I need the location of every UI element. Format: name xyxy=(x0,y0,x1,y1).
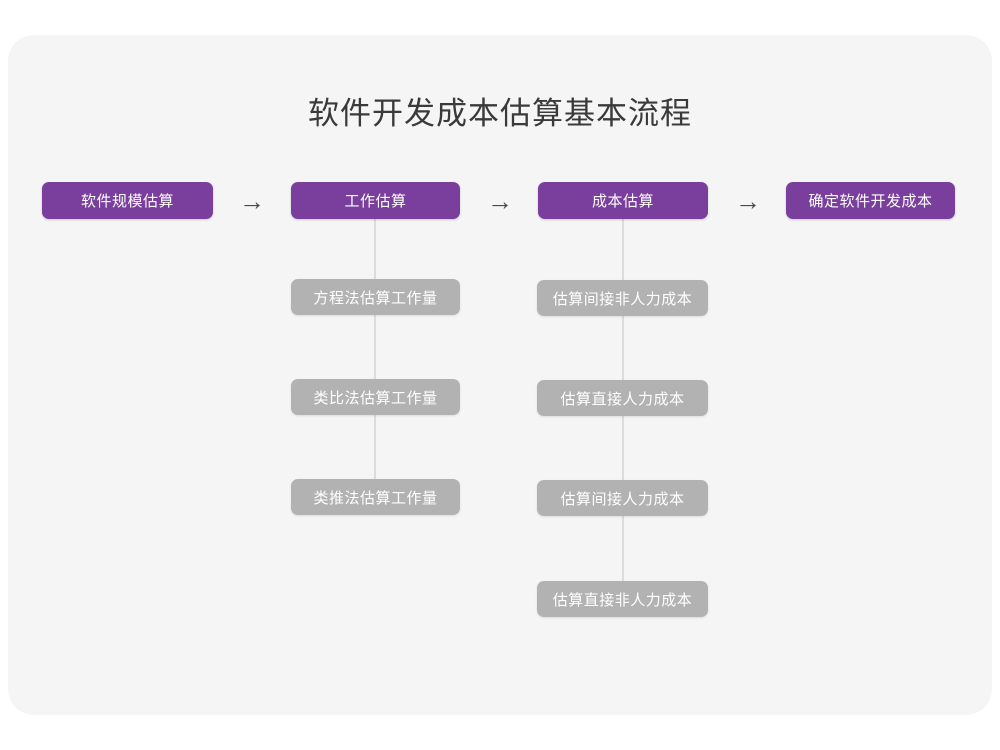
main-step-4[interactable]: 确定软件开发成本 xyxy=(786,182,955,219)
branch-2-item-4[interactable]: 估算直接非人力成本 xyxy=(537,581,708,617)
flow-arrow-icon-3: → xyxy=(735,186,761,216)
branch-1-item-2[interactable]: 类比法估算工作量 xyxy=(291,379,460,415)
flow-arrow-icon-1: → xyxy=(239,186,265,216)
branch-2-item-3[interactable]: 估算间接人力成本 xyxy=(537,480,708,516)
branch-connector-2 xyxy=(622,219,624,617)
main-step-1[interactable]: 软件规模估算 xyxy=(42,182,213,219)
branch-2-item-1[interactable]: 估算间接非人力成本 xyxy=(537,280,708,316)
flow-arrow-icon-2: → xyxy=(487,186,513,216)
main-step-2[interactable]: 工作估算 xyxy=(291,182,460,219)
diagram-card xyxy=(8,35,992,715)
page-title: 软件开发成本估算基本流程 xyxy=(308,96,692,131)
branch-connector-1 xyxy=(374,219,376,515)
branch-2-item-2[interactable]: 估算直接人力成本 xyxy=(537,380,708,416)
main-step-3[interactable]: 成本估算 xyxy=(538,182,708,219)
branch-1-item-1[interactable]: 方程法估算工作量 xyxy=(291,279,460,315)
branch-1-item-3[interactable]: 类推法估算工作量 xyxy=(291,479,460,515)
